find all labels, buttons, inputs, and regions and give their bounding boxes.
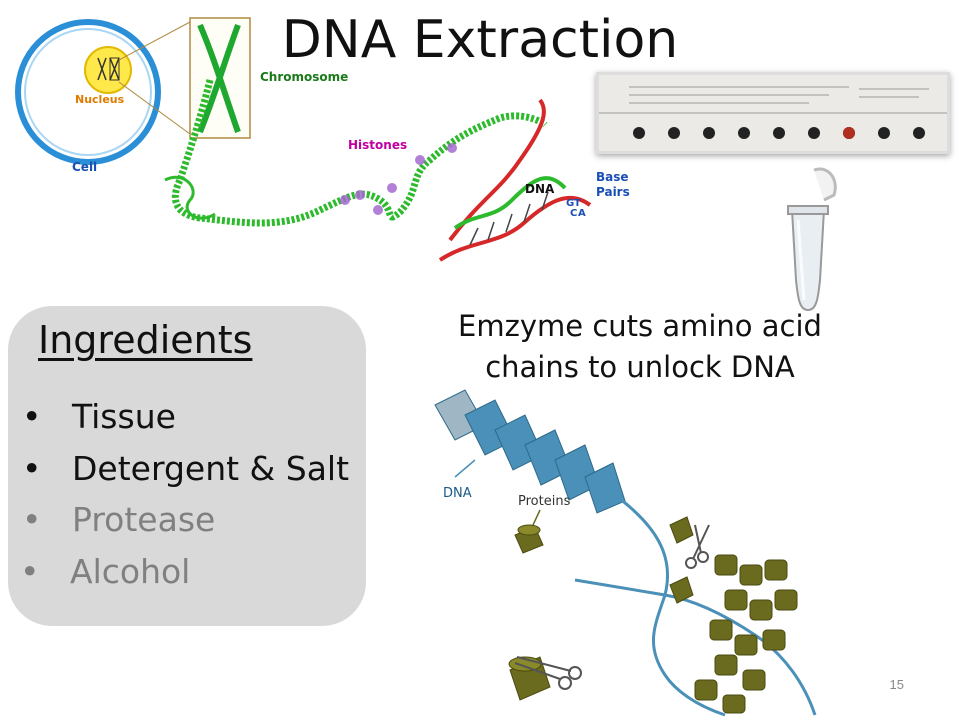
- base-pairs-label-line1: Base: [596, 170, 629, 184]
- caption-line-1: Emzyme cuts amino acid: [458, 309, 822, 343]
- scissors-icon: [685, 524, 710, 569]
- dna-label-top: DNA: [525, 182, 555, 196]
- nucleus-label: Nucleus: [75, 93, 125, 106]
- base-letter-g: G: [566, 198, 575, 209]
- chromosome-label: Chromosome: [260, 70, 349, 84]
- base-letter-c: C: [570, 208, 578, 219]
- ingredient-item: •Protease: [22, 500, 216, 539]
- bullet-icon: •: [22, 397, 42, 436]
- cell-diagram: [0, 0, 640, 290]
- base-letter-t: T: [574, 198, 581, 209]
- bullet-icon: •: [22, 500, 42, 539]
- ingredient-item: •Alcohol: [20, 552, 191, 591]
- tube-icon: [784, 160, 844, 320]
- protein-dna-diagram: [425, 385, 845, 720]
- proteins-label: Proteins: [518, 494, 571, 509]
- cell-label: Cell: [72, 160, 98, 174]
- ingredient-item: •Tissue: [22, 397, 176, 436]
- dna-label-bottom: DNA: [443, 486, 472, 501]
- cell-illustration: [15, 19, 161, 165]
- scissors-icon: [514, 656, 582, 690]
- ingredient-item: •Detergent & Salt: [22, 449, 350, 488]
- caption-line-2: chains to unlock DNA: [485, 349, 795, 384]
- ingredients-panel: [8, 306, 366, 626]
- histones-label: Histones: [348, 138, 408, 152]
- slide-title: DNA Extraction: [281, 10, 679, 70]
- sample-sheet-photo: [596, 72, 950, 154]
- page-number: 15: [889, 677, 904, 692]
- base-pairs-label-line2: Pairs: [596, 185, 630, 199]
- enzyme-caption: Emzyme cuts amino acid chains to unlock …: [420, 306, 860, 387]
- bullet-icon: •: [20, 552, 40, 591]
- base-letter-a: A: [578, 208, 586, 219]
- ingredients-title: Ingredients: [38, 318, 253, 362]
- bullet-icon: •: [22, 449, 42, 488]
